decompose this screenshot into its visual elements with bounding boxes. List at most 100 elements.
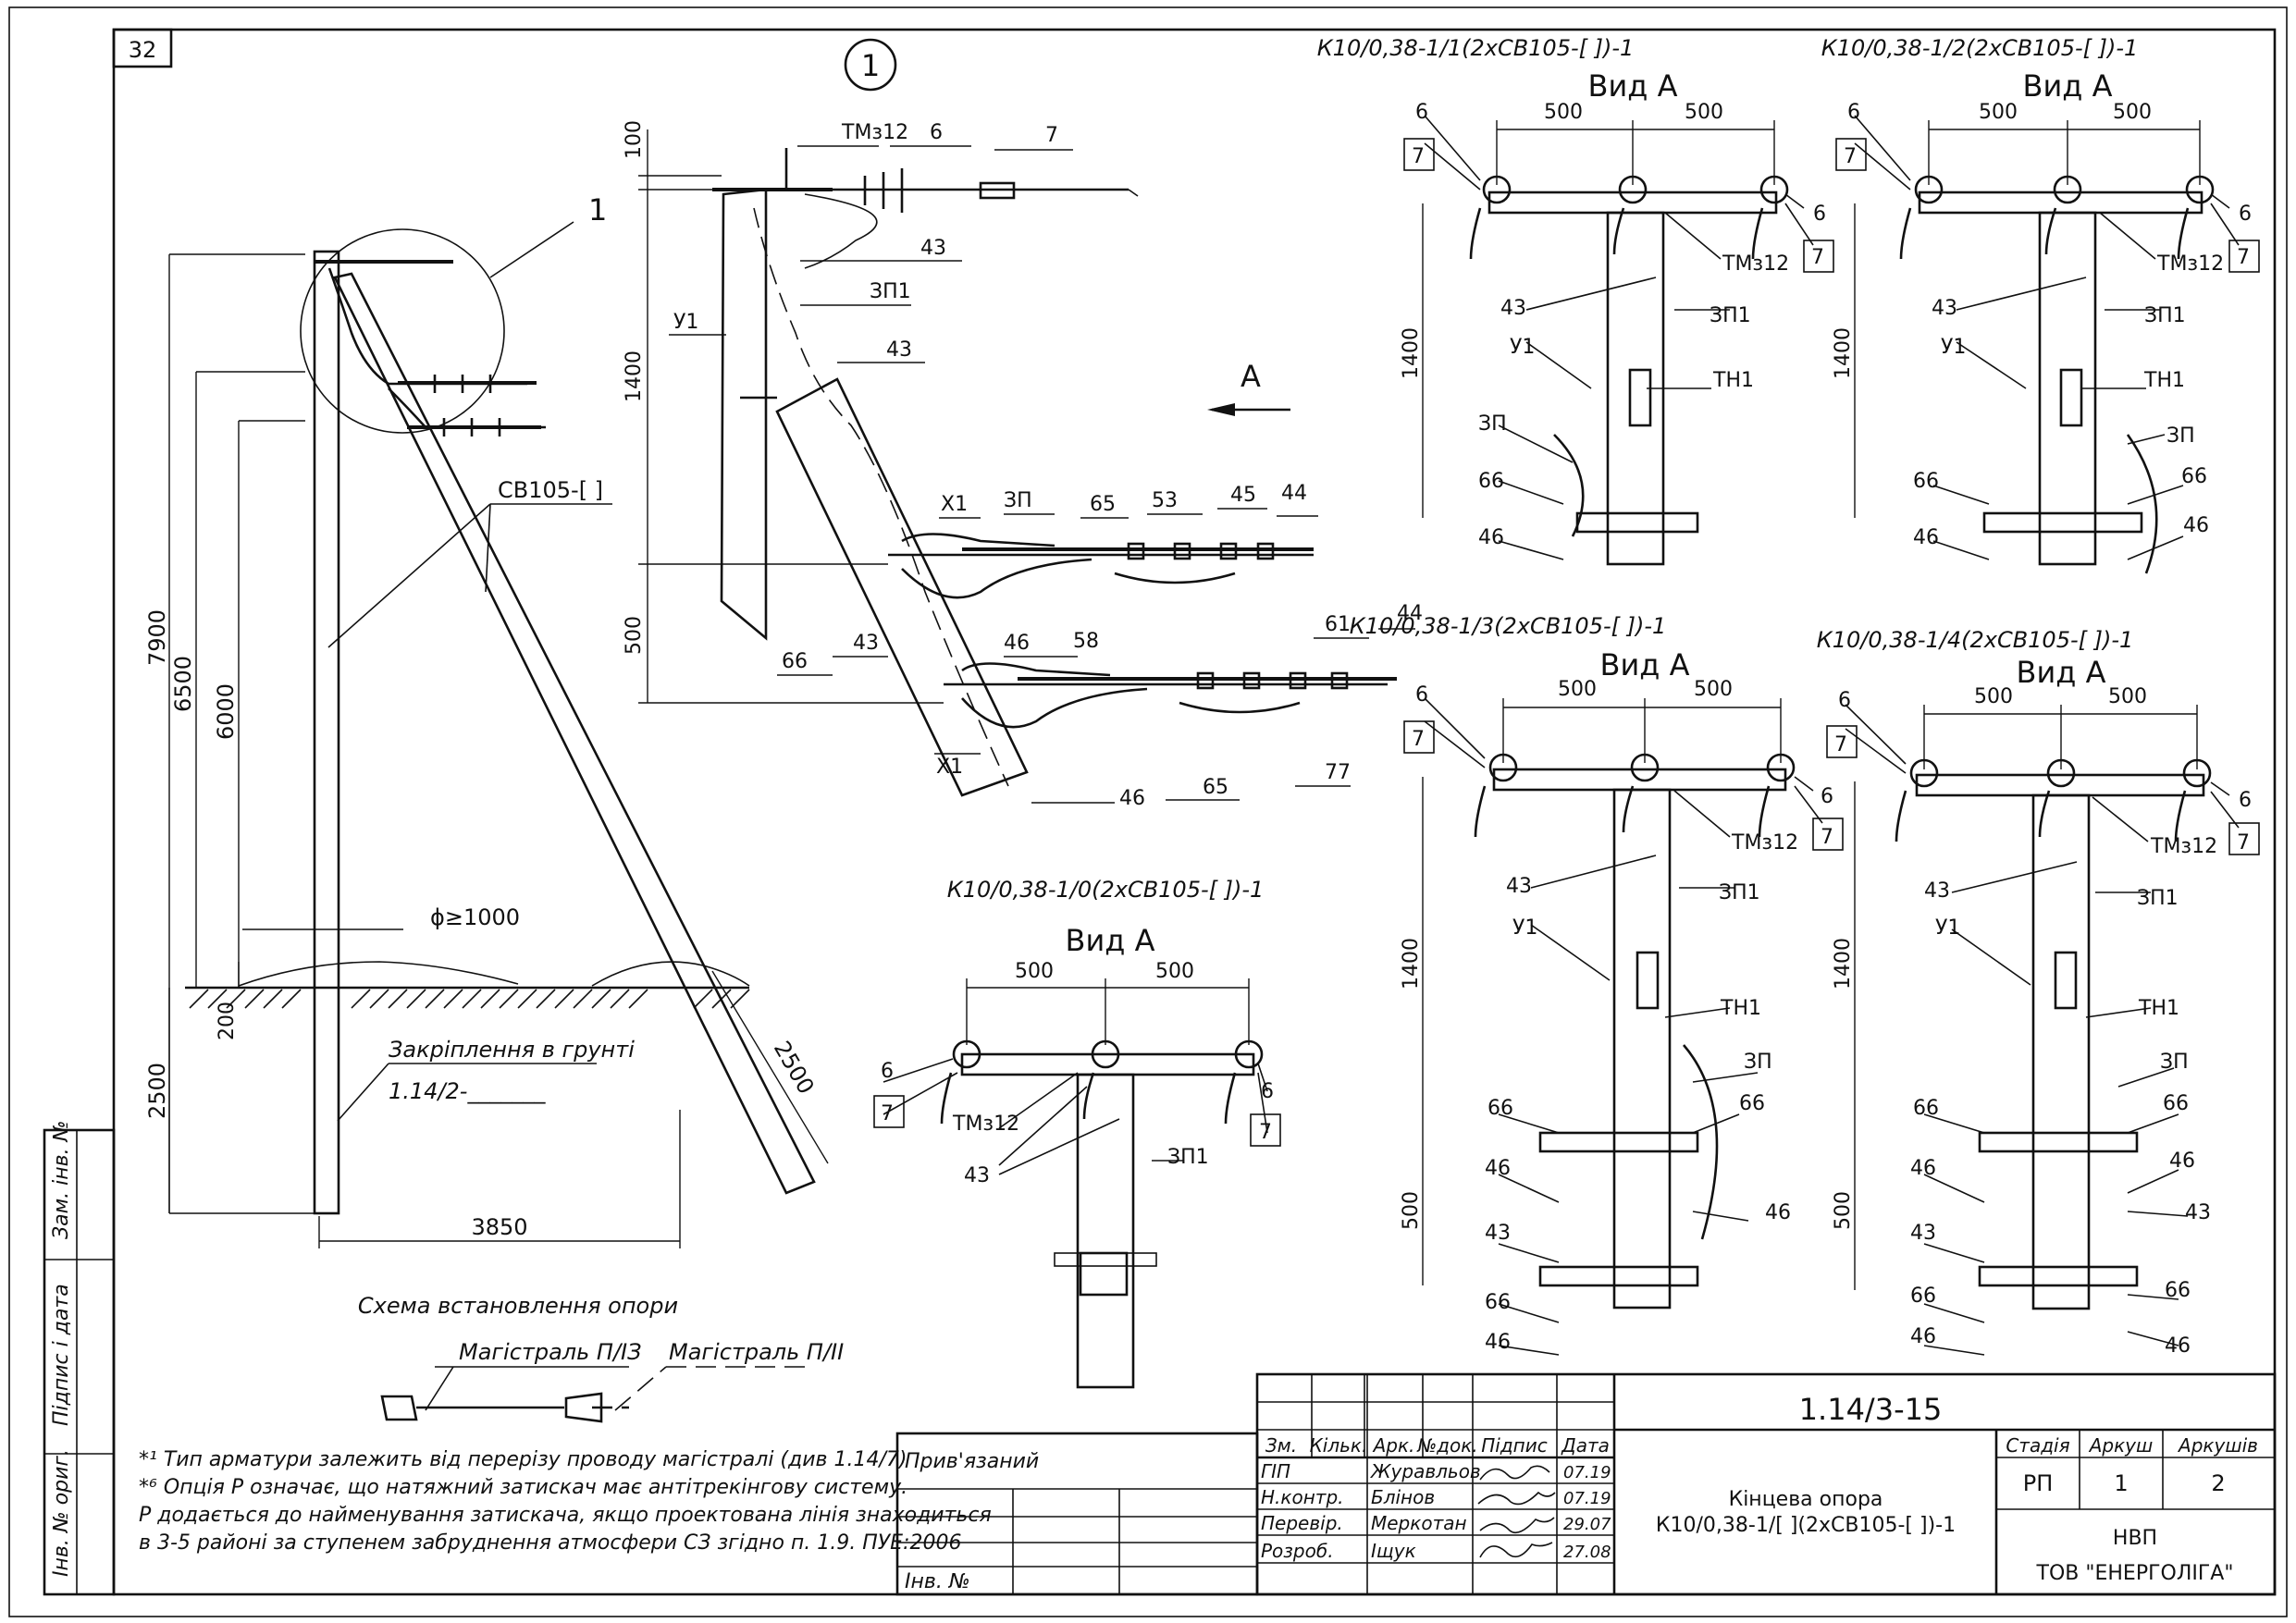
tb-r1-date: 07.19 xyxy=(1563,1463,1611,1482)
d1-zp1: ЗП1 xyxy=(870,280,911,303)
tb-r3-name: Меркотан xyxy=(1371,1512,1467,1534)
scheme-left-label: Магістраль П/ІЗ xyxy=(459,1339,642,1365)
v0-43: 43 xyxy=(964,1164,990,1187)
tb-h-ark: Арк. xyxy=(1372,1434,1415,1457)
v3-tm: ТМз12 xyxy=(1731,831,1798,855)
v1-code: К10/0,38-1/1(2хСВ105-[ ])-1 xyxy=(1317,35,1635,61)
v1-d500b: 500 xyxy=(1685,101,1723,124)
d1-zp: ЗП xyxy=(1004,489,1032,512)
v3-zp: ЗП xyxy=(1744,1051,1772,1074)
v3-d500a: 500 xyxy=(1558,678,1597,701)
d1-77: 77 xyxy=(1325,761,1351,784)
d1-58: 58 xyxy=(1073,630,1099,653)
tb-inv-no: Інв. № xyxy=(905,1570,970,1593)
v1-title: Вид А xyxy=(1588,68,1678,104)
page-number: 32 xyxy=(129,37,157,63)
v1-zp: ЗП xyxy=(1478,412,1507,436)
d1-u1: У1 xyxy=(673,311,698,334)
page-number-box xyxy=(112,28,173,68)
v0-zp1: ЗП1 xyxy=(1167,1146,1209,1169)
tb-title-1: Кінцева опора xyxy=(1729,1488,1883,1511)
view-1-2: К10/0,38-1/2(2хСВ105-[ ])-1 Вид А 500 50… xyxy=(1821,35,2260,574)
scheme-right-label: Магістраль П/ІІ xyxy=(669,1339,844,1365)
tb-r4-date: 27.08 xyxy=(1563,1543,1611,1562)
tb-r2-role: Н.контр. xyxy=(1261,1486,1344,1508)
detail-number-circle xyxy=(844,38,897,92)
outer-border xyxy=(8,6,2288,1617)
d1-x1b: Х1 xyxy=(936,756,963,779)
v4-7a: 7 xyxy=(1834,733,1847,756)
v2-66b: 66 xyxy=(2181,465,2207,488)
v3-u1: У1 xyxy=(1512,916,1537,940)
v4-zp1: ЗП1 xyxy=(2137,887,2179,910)
v2-title: Вид А xyxy=(2023,68,2113,104)
v1-u1: У1 xyxy=(1510,336,1535,359)
v3-46a: 46 xyxy=(1485,1157,1511,1180)
scheme-title: Схема встановлення опори xyxy=(358,1293,678,1319)
v3-46c: 46 xyxy=(1485,1331,1511,1354)
ground-fix-ref: 1.14/2-_______ xyxy=(389,1078,546,1104)
side-inv-orig: Інв. № ориг. xyxy=(50,1449,73,1577)
install-scheme: Схема встановлення опори Магістраль П/ІЗ… xyxy=(358,1293,844,1423)
d1-6: 6 xyxy=(930,121,943,144)
detail-strut xyxy=(775,377,1029,797)
notes: *¹ Тип арматури залежить від перерізу пр… xyxy=(139,1448,992,1555)
v3-d500v: 500 xyxy=(1400,1191,1423,1230)
v1-d1400: 1400 xyxy=(1400,327,1423,379)
dim-3850: 3850 xyxy=(471,1214,527,1240)
v4-43b: 43 xyxy=(1910,1222,1936,1245)
arrow-a-label: А xyxy=(1241,359,1261,394)
tb-r1-role: ГІП xyxy=(1261,1460,1290,1482)
v4-th1: ТН1 xyxy=(2138,997,2179,1020)
d1-7: 7 xyxy=(1045,124,1058,147)
tb-sheet: 1 xyxy=(2114,1470,2128,1496)
v1-7b: 7 xyxy=(1811,246,1824,269)
view-1-3: К10/0,38-1/3(2хСВ105-[ ])-1 Вид А 500 50… xyxy=(1350,613,1844,1356)
note-3: Р додається до найменування затискача, я… xyxy=(139,1504,992,1527)
tb-sheets: 2 xyxy=(2211,1470,2225,1496)
v1-66: 66 xyxy=(1478,470,1504,493)
v1-6a: 6 xyxy=(1415,101,1428,124)
tb-r2-date: 07.19 xyxy=(1563,1489,1611,1508)
v4-66c: 66 xyxy=(1910,1285,1936,1308)
tb-r4-role: Розроб. xyxy=(1261,1540,1334,1562)
view-1-1: К10/0,38-1/1(2хСВ105-[ ])-1 Вид А 500 50… xyxy=(1317,35,1834,566)
tb-stage: РП xyxy=(2023,1470,2054,1496)
tb-stage-h: Стадія xyxy=(2006,1434,2069,1457)
detail-callout-circle xyxy=(300,228,505,434)
v2-66a: 66 xyxy=(1913,470,1939,493)
tb-code: 1.14/3-15 xyxy=(1799,1392,1943,1427)
v4-43c: 43 xyxy=(2185,1201,2211,1224)
d1-43a: 43 xyxy=(920,237,946,260)
v4-66a: 66 xyxy=(1913,1097,1939,1120)
tb-r1-name: Журавльов xyxy=(1369,1460,1481,1482)
v4-46b: 46 xyxy=(2169,1150,2195,1173)
tb-r4-name: Іщук xyxy=(1371,1540,1416,1562)
d1-45: 45 xyxy=(1230,484,1256,507)
tb-h-kilk: Кільк. xyxy=(1310,1434,1368,1457)
d1-53: 53 xyxy=(1152,489,1178,512)
v1-zp1: ЗП1 xyxy=(1710,304,1751,327)
v0-code: К10/0,38-1/0(2хСВ105-[ ])-1 xyxy=(947,877,1265,903)
tb-sheet-h: Аркуш xyxy=(2088,1434,2154,1457)
v4-d1400: 1400 xyxy=(1832,938,1855,990)
v3-43b: 43 xyxy=(1485,1222,1511,1245)
v3-7a: 7 xyxy=(1412,728,1425,751)
note-2: *⁶ Опція Р означає, що натяжний затискач… xyxy=(139,1476,907,1499)
d1-66: 66 xyxy=(782,650,808,673)
tb-r2-name: Блінов xyxy=(1371,1486,1435,1508)
v4-66b: 66 xyxy=(2163,1092,2189,1115)
cable-label-sv105: СВ105-[ ] xyxy=(498,477,603,503)
tb-privyazaniy: Прив'язаний xyxy=(905,1450,1039,1473)
v4-d500a: 500 xyxy=(1974,685,2013,708)
v3-43: 43 xyxy=(1506,875,1532,898)
v3-zp1: ЗП1 xyxy=(1719,881,1760,904)
d1-61: 61 xyxy=(1325,613,1351,636)
v4-u1: У1 xyxy=(1935,916,1960,940)
side-sign-date: Підпис і дата xyxy=(50,1284,73,1426)
view-1-4: К10/0,38-1/4(2хСВ105-[ ])-1 Вид А 500 50… xyxy=(1817,627,2260,1358)
v3-6b: 6 xyxy=(1821,785,1833,808)
title-block: Прив'язаний Інв. № Зм. Кільк. Арк. №док.… xyxy=(895,1372,2277,1596)
v2-6a: 6 xyxy=(1847,101,1860,124)
